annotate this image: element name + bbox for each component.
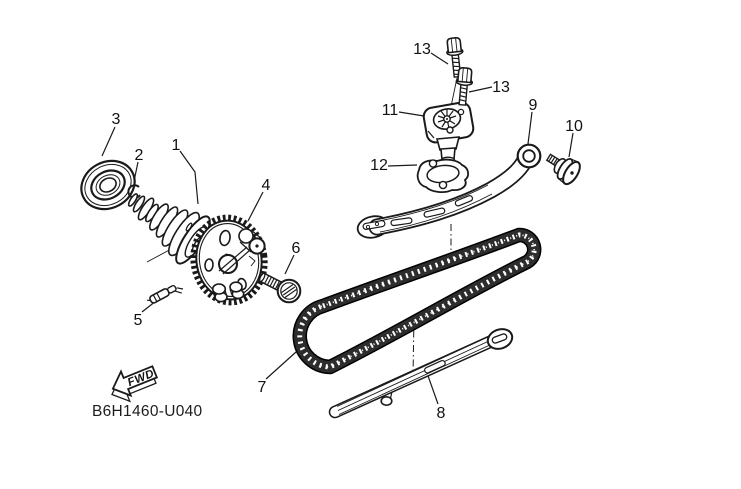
part-camshaft	[127, 193, 211, 265]
decompression-pin	[238, 228, 266, 255]
callout-8: 8	[437, 405, 446, 422]
callout-2: 2	[135, 147, 144, 164]
leader-1	[179, 150, 199, 205]
part-code: B6H1460-U040	[92, 403, 203, 420]
leader-12	[387, 164, 418, 167]
callout-9: 9	[529, 97, 538, 114]
part-chain-guide-top	[356, 143, 542, 239]
part-cam-sprocket	[190, 214, 268, 306]
sprocket-teeth	[190, 214, 268, 306]
callout-5: 5	[134, 312, 143, 329]
part-bolt-sprocket	[259, 272, 302, 304]
callout-7: 7	[258, 379, 267, 396]
leader-7	[265, 351, 297, 380]
part-bearing	[80, 159, 136, 211]
leader-11	[398, 111, 425, 117]
part-chain-guide-bottom	[328, 328, 514, 419]
part-gasket	[416, 158, 469, 194]
leader-13a	[430, 52, 449, 65]
callout-12: 12	[370, 157, 388, 174]
leader-4	[247, 191, 264, 222]
callout-11: 11	[382, 102, 399, 119]
callout-13a: 13	[413, 41, 431, 58]
callout-10: 10	[565, 118, 583, 135]
leader-8	[426, 372, 439, 405]
part-bolt-tensioner-b	[455, 67, 474, 106]
leader-6	[284, 254, 295, 275]
part-timing-chain	[292, 227, 542, 375]
fwd-arrow: FWD	[111, 365, 159, 403]
callout-4: 4	[262, 177, 271, 194]
sprocket-posts	[211, 281, 245, 303]
callout-6: 6	[292, 240, 301, 257]
part-chain-tensioner	[422, 101, 475, 164]
part-bolt-guide-pivot	[545, 153, 581, 186]
leader-13b	[468, 86, 493, 93]
leader-3	[101, 126, 116, 157]
callout-3: 3	[112, 111, 121, 128]
callout-1: 1	[172, 137, 181, 154]
part-pin	[146, 284, 184, 304]
leader-9	[527, 111, 533, 145]
callout-13b: 13	[492, 79, 510, 96]
leader-10	[568, 132, 574, 158]
callout-labels: 1 2 3 4 5 6 7 8 9 10 11 12 13 13	[112, 41, 583, 422]
